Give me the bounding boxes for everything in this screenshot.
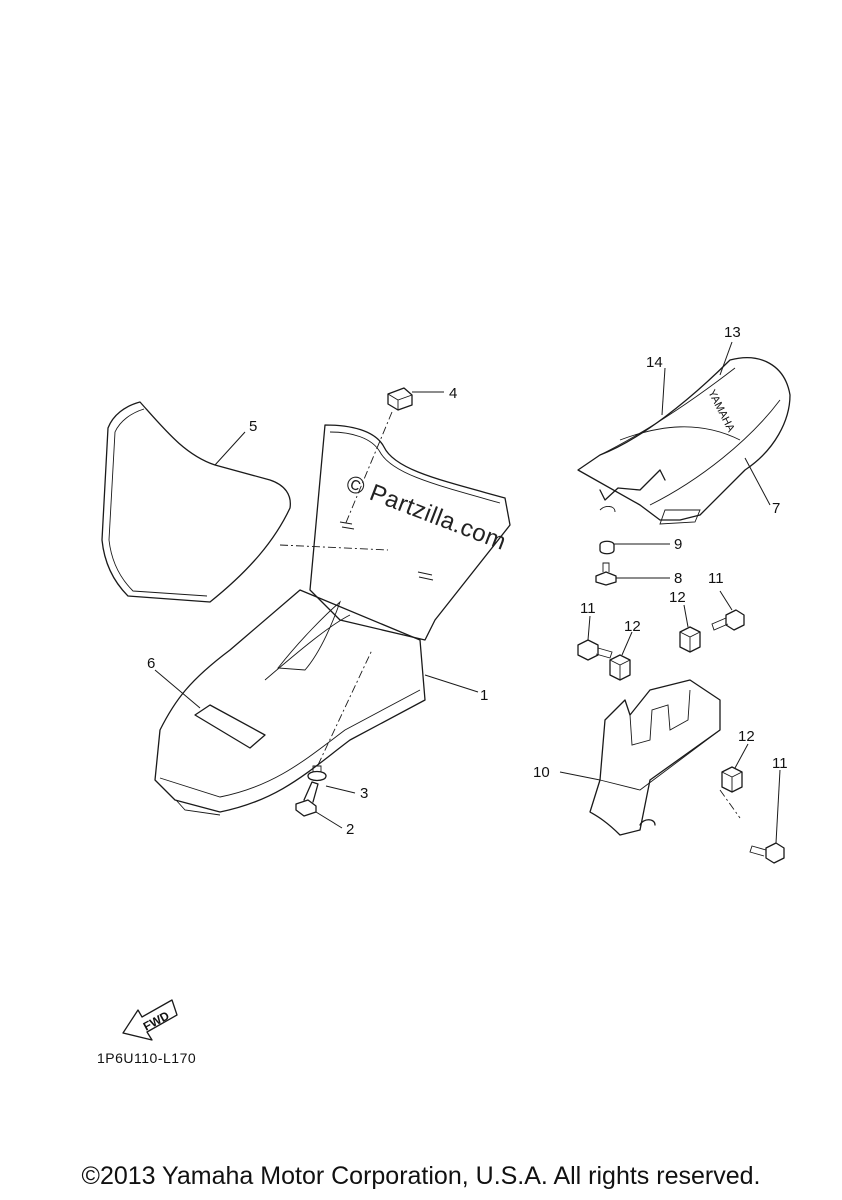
part-8-bolt xyxy=(595,562,617,586)
part-3-collar xyxy=(307,649,373,782)
callout-10: 10 xyxy=(533,764,550,781)
part-1-front-cover xyxy=(154,424,511,816)
seat-brand-text: YAMAHA xyxy=(705,388,737,435)
callout-14: 14 xyxy=(646,354,663,371)
part-9-collar xyxy=(599,540,615,555)
callout-8: 8 xyxy=(674,570,682,587)
callout-11-a: 11 xyxy=(580,600,596,617)
fwd-arrow-icon: FWD xyxy=(122,999,178,1041)
callout-1: 1 xyxy=(480,687,488,704)
callout-11-c: 11 xyxy=(772,755,788,772)
callout-13: 13 xyxy=(724,324,741,341)
callout-11-b: 11 xyxy=(708,570,724,587)
part-11-bolt-c xyxy=(749,842,785,864)
callout-3: 3 xyxy=(360,785,368,802)
drawing-code: 1P6U110-L170 xyxy=(97,1050,197,1066)
callout-12-c: 12 xyxy=(738,728,755,745)
part-6-label xyxy=(194,704,266,749)
callout-4: 4 xyxy=(449,385,457,402)
callout-12-a: 12 xyxy=(624,618,641,635)
part-12-nut-a xyxy=(609,654,631,681)
part-5-number-plate xyxy=(101,401,291,603)
callout-6: 6 xyxy=(147,655,155,672)
part-11-bolt-b xyxy=(711,609,745,631)
callout-12-b: 12 xyxy=(669,589,686,606)
leader-lines xyxy=(154,341,781,844)
part-12-nut-b xyxy=(679,626,701,653)
callout-7: 7 xyxy=(772,500,780,517)
copyright-notice: ©2013 Yamaha Motor Corporation, U.S.A. A… xyxy=(81,1162,761,1190)
callout-5: 5 xyxy=(249,418,257,435)
part-7-seat xyxy=(577,357,791,525)
fwd-label: FWD xyxy=(141,1008,172,1033)
part-11-bolt-a xyxy=(577,639,613,661)
callout-2: 2 xyxy=(346,821,354,838)
callout-9: 9 xyxy=(674,536,682,553)
part-12-nut-c xyxy=(719,766,743,819)
part-10-bracket xyxy=(589,679,721,836)
part-4-nut xyxy=(344,387,413,526)
part-2-bolt xyxy=(295,781,319,817)
